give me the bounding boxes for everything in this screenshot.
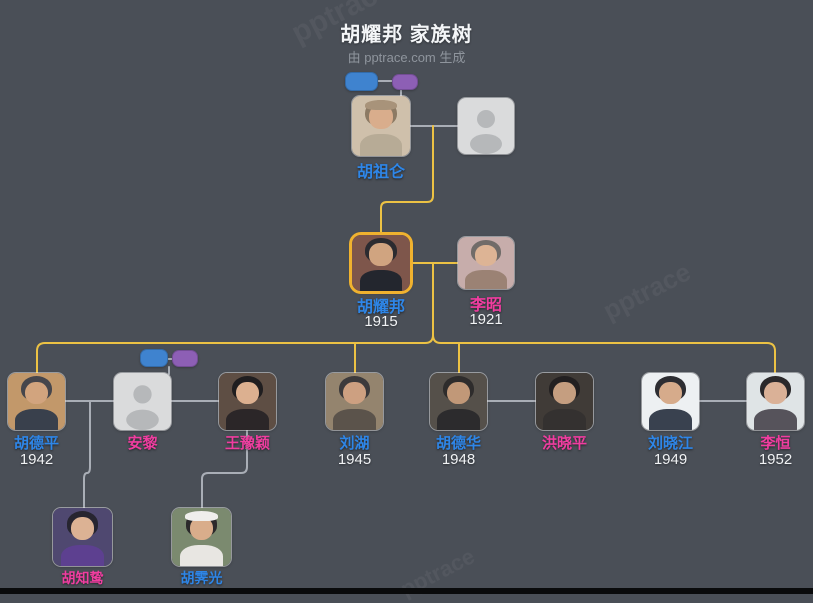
bottom-bar [0, 588, 813, 594]
person-node-hu-zhizhi: 胡知鸷 [53, 508, 112, 566]
person-node-hu-zulun: 胡祖仑 [352, 96, 410, 156]
portrait-art [437, 409, 479, 430]
person-photo-hong-xiaoping[interactable] [536, 373, 593, 430]
add-parents-of-an-li-female-pill-button[interactable] [172, 350, 198, 367]
portrait-art [360, 270, 403, 291]
person-birth-year-li-heng: 1952 [716, 451, 813, 468]
person-birth-year-hu-yaobang: 1915 [321, 313, 441, 330]
portrait-art [465, 270, 506, 289]
portrait-art [25, 382, 48, 405]
portrait-art [71, 517, 95, 540]
person-silhouette-icon [114, 373, 171, 430]
portrait-art [553, 382, 576, 405]
person-birth-year-hu-deping: 1942 [0, 451, 97, 468]
person-node-wang-yuying: 王豫颖 [219, 373, 276, 430]
portrait-art [343, 382, 366, 405]
placeholder-avatar-an-li[interactable] [114, 373, 171, 430]
person-node-hu-jiguang: 胡霁光 [172, 508, 231, 566]
person-photo-hu-yaobang[interactable] [352, 235, 410, 291]
person-node-an-li: 安黎 [114, 373, 171, 430]
person-photo-hu-jiguang[interactable] [172, 508, 231, 566]
person-photo-hu-dehua[interactable] [430, 373, 487, 430]
add-parents-of-hu-zulun-male-pill-button[interactable] [345, 72, 378, 91]
portrait-art [659, 382, 682, 405]
person-photo-hu-deping[interactable] [8, 373, 65, 430]
portrait-art [365, 100, 397, 110]
person-photo-hu-zulun[interactable] [352, 96, 410, 156]
portrait-art [649, 409, 691, 430]
person-photo-liu-hu[interactable] [326, 373, 383, 430]
portrait-art [15, 409, 57, 430]
person-name-hu-jiguang: 胡霁光 [122, 568, 282, 588]
add-parents-of-an-li-male-pill-button[interactable] [140, 349, 168, 367]
add-parents-of-hu-zulun-female-pill-button[interactable] [392, 74, 418, 90]
portrait-art [764, 382, 787, 405]
placeholder-avatar-spouse-unknown[interactable] [458, 98, 514, 154]
portrait-art [185, 511, 218, 521]
person-name-li-heng: 李恒 [696, 432, 813, 453]
portrait-art [754, 409, 796, 430]
person-photo-li-heng[interactable] [747, 373, 804, 430]
portrait-art [226, 409, 268, 430]
person-photo-li-zhao[interactable] [458, 237, 514, 289]
person-name-hu-zulun: 胡祖仑 [301, 158, 461, 182]
portrait-art [543, 409, 585, 430]
portrait-art [333, 409, 375, 430]
portrait-art [447, 382, 470, 405]
person-node-hong-xiaoping: 洪晓平 [536, 373, 593, 430]
person-silhouette-icon [458, 98, 514, 154]
person-photo-hu-zhizhi[interactable] [53, 508, 112, 566]
portrait-art [180, 545, 224, 566]
person-birth-year-hu-dehua: 1948 [399, 451, 519, 468]
portrait-art [360, 134, 403, 156]
portrait-art [475, 245, 497, 266]
person-birth-year-liu-xiaojiang: 1949 [611, 451, 731, 468]
portrait-art [369, 243, 392, 265]
person-photo-wang-yuying[interactable] [219, 373, 276, 430]
person-photo-liu-xiaojiang[interactable] [642, 373, 699, 430]
person-birth-year-liu-hu: 1945 [295, 451, 415, 468]
portrait-art [61, 545, 105, 566]
person-node-spouse-unknown [458, 98, 514, 154]
person-birth-year-li-zhao: 1921 [426, 311, 546, 328]
portrait-art [236, 382, 259, 405]
